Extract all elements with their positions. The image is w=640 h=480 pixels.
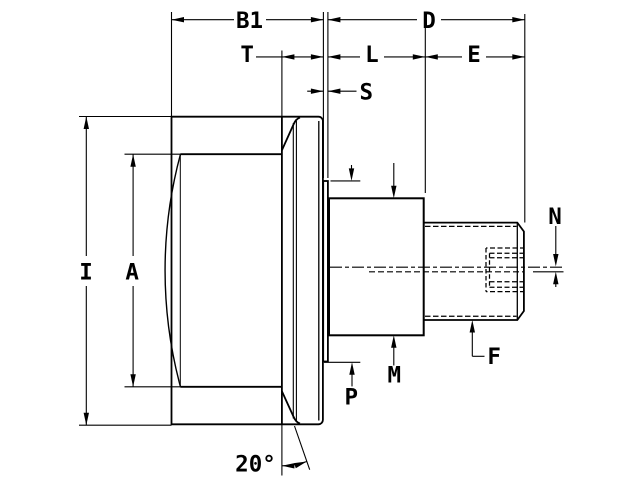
dim-label-n: N: [548, 204, 562, 230]
taper-slant-bottom: [281, 390, 301, 425]
dim-label-f: F: [487, 344, 501, 370]
hidden-lines: [330, 225, 564, 317]
dim-label-angle: 20°: [235, 452, 276, 478]
arrow-e-left: [425, 54, 438, 60]
arrow-d-left: [327, 17, 341, 23]
taper-slant-top: [281, 116, 301, 151]
part-outlines: [170, 115, 525, 426]
arrow-i-bottom: [83, 412, 89, 426]
arrow-d-right: [512, 17, 525, 23]
extension-lines: [79, 12, 557, 476]
dim-label-m: M: [388, 363, 402, 389]
dim-label-i: I: [79, 260, 93, 286]
arrow-a-top: [130, 154, 136, 167]
internal-edges: [164, 121, 518, 421]
arrow-n-top: [553, 254, 559, 267]
arrowheads: [83, 17, 559, 469]
arrow-b1-left: [171, 17, 184, 23]
crystal-arc: [164, 154, 181, 387]
dim-label-l: L: [365, 42, 379, 68]
arrow-e-right: [512, 54, 525, 60]
lip-ring: [322, 180, 329, 363]
case-outline: [170, 115, 324, 426]
dim-label-e: E: [467, 42, 481, 68]
arrow-l-right: [412, 54, 426, 60]
arrow-t-right: [310, 54, 324, 60]
arrow-l-left: [327, 54, 341, 60]
arrow-b1-right: [310, 17, 324, 23]
arrow-angle-right: [294, 461, 307, 469]
arrow-t-left: [281, 54, 295, 60]
arrow-p-top: [348, 168, 355, 181]
arrow-n-bottom: [553, 271, 559, 285]
dim-label-d: D: [422, 8, 436, 34]
arrow-p-bottom: [349, 362, 355, 375]
arrow-angle-left: [281, 463, 295, 469]
arrow-m-top: [391, 185, 397, 199]
dimension-labels: B1 D T L E S I A N M P F 20°: [79, 8, 562, 478]
arrow-s-right: [327, 88, 341, 94]
arrow-f: [469, 320, 475, 333]
dim-label-a: A: [125, 260, 139, 286]
arrow-a-bottom: [130, 374, 136, 387]
arrow-m-bottom: [391, 335, 397, 348]
dim-label-p: P: [345, 384, 359, 410]
dim-label-s: S: [360, 79, 374, 105]
arrow-s-left: [310, 88, 324, 94]
arrow-i-top: [83, 116, 89, 129]
dim-label-b1: B1: [236, 8, 263, 34]
ext-taper-slant: [293, 425, 311, 470]
dim-label-t: T: [240, 42, 254, 68]
